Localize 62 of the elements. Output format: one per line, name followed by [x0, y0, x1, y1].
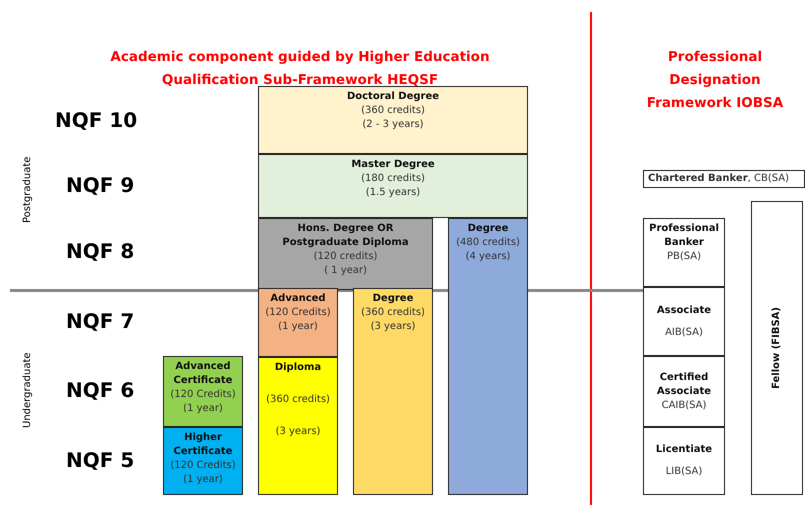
- qualification-box: [448, 218, 528, 495]
- qualification-box: [258, 154, 528, 218]
- detail-text: (3 years): [276, 425, 320, 439]
- level-label: NQF 5: [66, 448, 134, 472]
- title-text: Certified Associate: [656, 370, 712, 398]
- qualification-box: [643, 170, 805, 188]
- qualification-box: [258, 288, 338, 357]
- title-text: Fellow (FIBSA): [770, 307, 783, 389]
- qualification-box: [258, 218, 433, 290]
- detail-text: (120 Credits): [265, 306, 331, 320]
- designation-text: LIB(SA): [666, 465, 702, 479]
- qualification-box: [353, 288, 433, 495]
- detail-text: (360 credits): [266, 393, 330, 407]
- title-text: Licentiate: [656, 443, 712, 457]
- detail-text: (2 - 3 years): [362, 118, 424, 132]
- detail-text: (1 year): [183, 473, 223, 487]
- designation-text: PB(SA): [666, 250, 702, 264]
- level-label: NQF 7: [66, 309, 134, 333]
- qualification-box: [163, 356, 243, 427]
- qualification-box: [643, 287, 725, 356]
- detail-text: (120 credits): [314, 250, 378, 264]
- title-text: Doctoral Degree: [346, 90, 440, 104]
- detail-text: (360 credits): [361, 306, 425, 320]
- title-text: Higher Certificate: [172, 431, 234, 459]
- detail-text: (1 year): [183, 402, 223, 416]
- side-label: Postgraduate: [22, 156, 33, 226]
- title-text: Degree: [372, 292, 414, 306]
- qualification-box: [643, 427, 725, 495]
- detail-text: ( 1 year): [324, 264, 367, 278]
- designation-text: CAIB(SA): [662, 398, 706, 412]
- title-text: Diploma: [274, 361, 322, 375]
- detail-text: (4 years): [466, 250, 510, 264]
- level-label: NQF 8: [66, 239, 134, 263]
- qualification-box: [751, 201, 803, 495]
- heading: Professional Designation Framework IOBSA: [646, 48, 784, 113]
- detail-text: (120 Credits): [170, 388, 236, 402]
- detail-text: (3 years): [370, 320, 416, 334]
- level-label: NQF 9: [66, 173, 134, 197]
- title-text: Master Degree: [351, 158, 435, 172]
- title-text: Advanced Certificate: [172, 360, 234, 388]
- detail-text: (180 credits): [361, 172, 425, 186]
- designation-text: AIB(SA): [665, 326, 703, 340]
- detail-text: (480 credits): [456, 236, 520, 250]
- designation-text: Chartered Banker, CB(SA): [648, 172, 790, 186]
- detail-text: (120 Credits): [170, 459, 236, 473]
- detail-text: (1.5 years): [366, 186, 420, 200]
- heading: Academic component guided by Higher Education Qualification Sub-Framework HEQSF: [109, 48, 491, 90]
- qualification-box: [643, 356, 725, 427]
- level-label: NQF 10: [55, 108, 138, 132]
- detail-text: (1 year): [278, 320, 318, 334]
- side-label: Undergraduate: [22, 351, 33, 430]
- level-label: NQF 6: [66, 378, 134, 402]
- title-text: Professional Banker: [648, 222, 720, 250]
- title-text: Degree: [468, 222, 508, 236]
- qualification-box: [258, 86, 528, 154]
- qualification-box: [643, 218, 725, 287]
- title-text: Hons. Degree OR Postgraduate Diploma: [281, 222, 410, 250]
- qualification-box: [163, 427, 243, 495]
- title-text: Associate: [656, 304, 712, 318]
- title-text: Advanced: [270, 292, 326, 306]
- qualification-box: [258, 357, 338, 495]
- detail-text: (360 credits): [361, 104, 425, 118]
